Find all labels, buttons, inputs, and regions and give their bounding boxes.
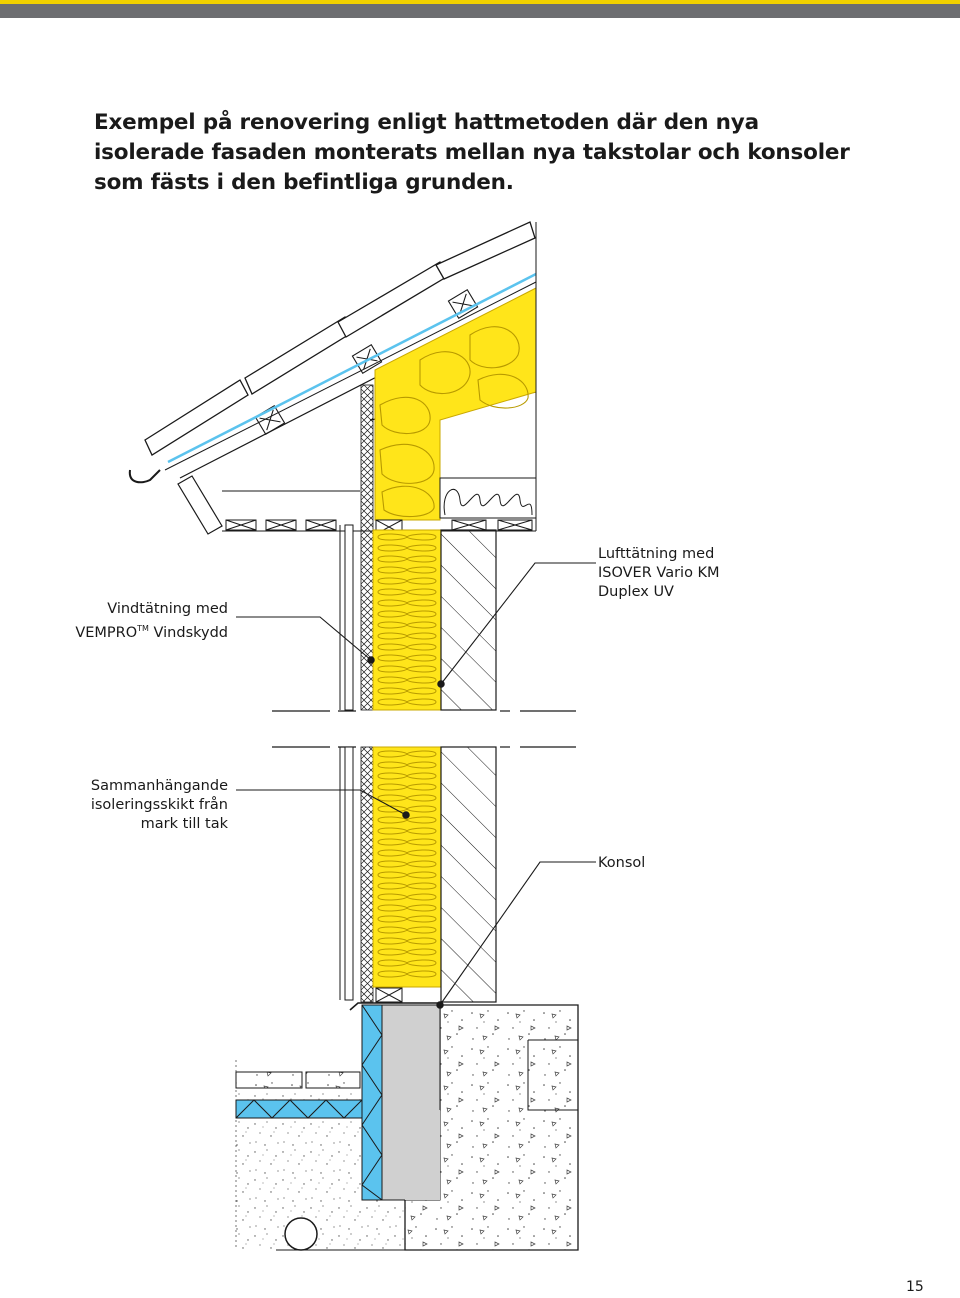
insulation-batt: [377, 761, 437, 769]
roof-tiles: [144, 221, 536, 456]
insulation-batt: [377, 676, 437, 684]
insulation-batt: [377, 783, 437, 791]
ceiling-insulation: [439, 477, 537, 519]
gutter: [128, 469, 161, 484]
top-grey-band: [0, 4, 960, 18]
insulation-bats-lower: [377, 750, 437, 978]
page-number: 15: [906, 1279, 924, 1295]
insulation-bats-upper: [377, 533, 437, 706]
insulation-batt: [377, 937, 437, 945]
insulation-batt: [377, 654, 437, 662]
label-lufttatning-line1: Lufttätning med: [598, 546, 715, 562]
label-vindtatning: Vindtätning med VEMPROTM Vindskydd: [60, 600, 228, 643]
leader-lines: [236, 562, 596, 1009]
roof-insulation-pattern: [379, 326, 529, 518]
insulation-batt: [377, 643, 437, 651]
insulation-batt: [377, 794, 437, 802]
label-vindtatning-line1: Vindtätning med: [107, 601, 228, 617]
roof-construction: [128, 221, 537, 535]
insulation-batt: [377, 827, 437, 835]
label-sammanhangande-line1: Sammanhängande: [90, 778, 228, 794]
insulation-batt: [377, 544, 437, 552]
insulation-batt: [377, 959, 437, 967]
insulation-batt: [377, 904, 437, 912]
label-lufttatning-line2: ISOVER Vario KM: [598, 565, 720, 581]
label-vindtatning-line2: VEMPROTM Vindskydd: [60, 619, 228, 643]
insulation-batt: [377, 698, 437, 706]
label-sammanhangande-line2: isoleringsskikt från: [90, 797, 228, 813]
drain-pipe: [284, 1217, 318, 1251]
existing-wall-lower: [440, 746, 497, 1003]
insulation-batt: [377, 926, 437, 934]
label-vempro: VEMPRO: [75, 625, 138, 641]
insulation-batt: [377, 555, 437, 563]
label-lufttatning-line3: Duplex UV: [598, 584, 674, 600]
insulation-batt: [377, 599, 437, 607]
existing-wall-upper: [440, 529, 497, 711]
label-lufttatning: Lufttätning med ISOVER Vario KM Duplex U…: [598, 545, 720, 602]
foundation: [235, 1004, 579, 1251]
insulation-batt: [377, 849, 437, 857]
insulation-batt: [377, 948, 437, 956]
fascia-board: [177, 475, 223, 535]
insulation-batt: [377, 687, 437, 695]
insulation-batt: [377, 566, 437, 574]
insulation-batt: [377, 838, 437, 846]
title-line-2: isolerade fasaden monterats mellan nya t…: [94, 140, 850, 165]
insulation-batt: [377, 621, 437, 629]
insulation-batt: [377, 882, 437, 890]
wall-lower: [339, 746, 497, 1045]
label-konsol: Konsol: [598, 854, 645, 873]
title-line-3: som fästs i den befintliga grunden.: [94, 170, 514, 195]
insulation-batt: [377, 610, 437, 618]
roof-underlay: [167, 272, 537, 464]
label-sammanhangande-line3: mark till tak: [140, 816, 228, 832]
page-title: Exempel på renovering enligt hattmetoden…: [94, 108, 850, 198]
label-vindskydd: Vindskydd: [148, 625, 228, 641]
insulation-batt: [377, 750, 437, 758]
label-sammanhangande: Sammanhängande isoleringsskikt från mark…: [40, 777, 228, 834]
label-trademark: TM: [137, 624, 149, 633]
label-konsol-line1: Konsol: [598, 855, 646, 871]
insulation-batt: [377, 772, 437, 780]
insulation-batt: [377, 665, 437, 673]
title-line-1: Exempel på renovering enligt hattmetoden…: [94, 110, 759, 135]
insulation-batt: [377, 533, 437, 541]
insulation-batt: [377, 816, 437, 824]
insulation-batt: [377, 871, 437, 879]
wall-upper: [272, 384, 576, 748]
insulation-batt: [377, 915, 437, 923]
insulation-batt: [377, 860, 437, 868]
insulation-batt: [377, 893, 437, 901]
insulation-batt: [377, 588, 437, 596]
insulation-batt: [377, 970, 437, 978]
insulation-batt: [377, 632, 437, 640]
insulation-batt: [377, 577, 437, 585]
top-accent-bar: [0, 0, 960, 4]
